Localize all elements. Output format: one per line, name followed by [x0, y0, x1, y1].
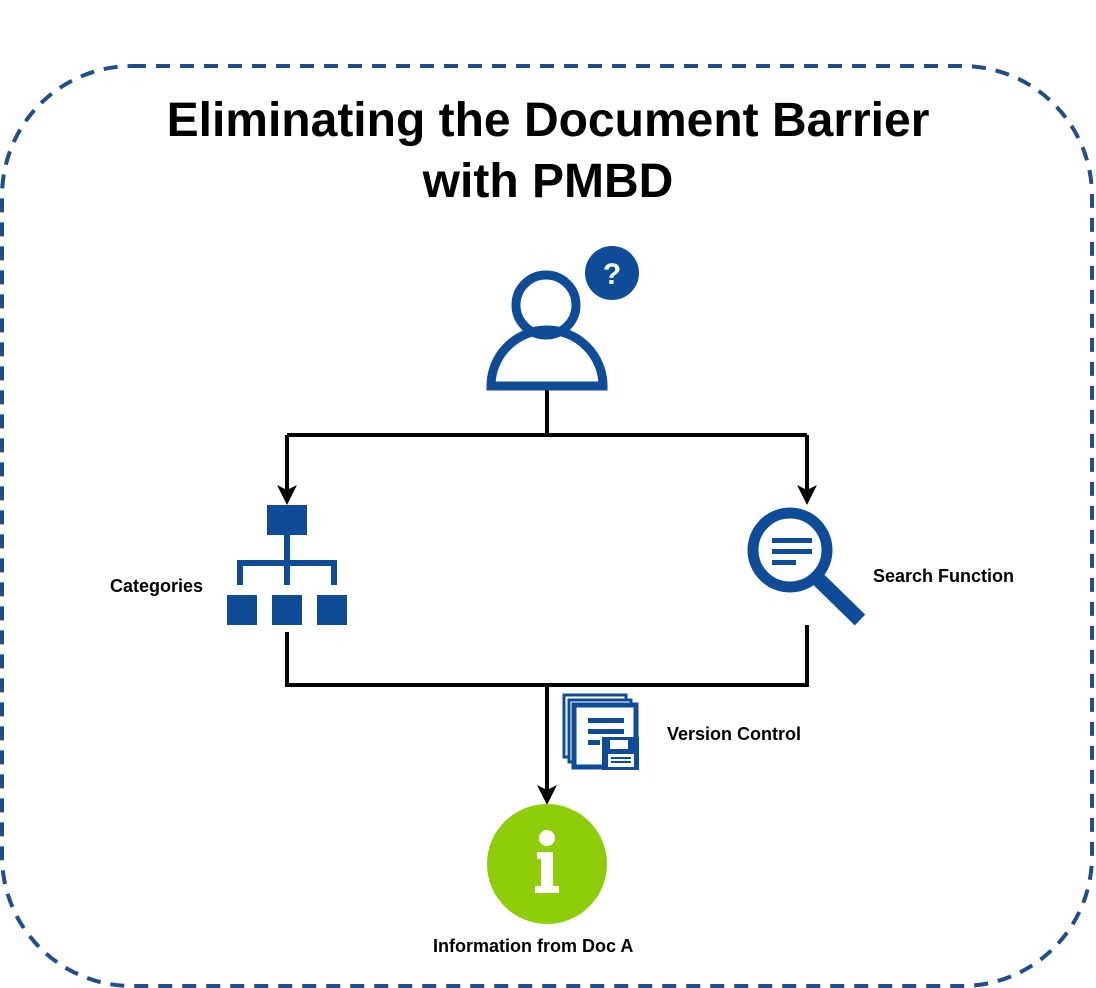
dashed-border: [0, 64, 1094, 988]
arrowhead-info: [537, 785, 557, 805]
page-title-line-2: with PMBD: [422, 155, 674, 208]
arrowhead-search: [797, 485, 817, 505]
question-badge-icon: ?: [585, 246, 639, 300]
bottom-branch-connector: [285, 625, 809, 687]
documents-floppy-icon: [562, 693, 639, 770]
connectors: [285, 390, 809, 792]
arrowheads: [277, 485, 817, 805]
information-doc-a-label: Information from Doc A: [433, 936, 634, 956]
info-icon: [487, 804, 607, 924]
question-badge-text: ?: [603, 258, 621, 291]
version-control-label: Version Control: [667, 724, 802, 744]
magnifier-icon: [747, 507, 866, 626]
arrowhead-categories: [277, 485, 297, 505]
page-title-line-1: Eliminating the Document Barrier: [166, 94, 930, 147]
search-function-label: Search Function: [873, 566, 1015, 586]
categories-label: Categories: [110, 576, 204, 596]
user-icon: [486, 270, 608, 391]
org-chart-icon: [227, 505, 347, 625]
